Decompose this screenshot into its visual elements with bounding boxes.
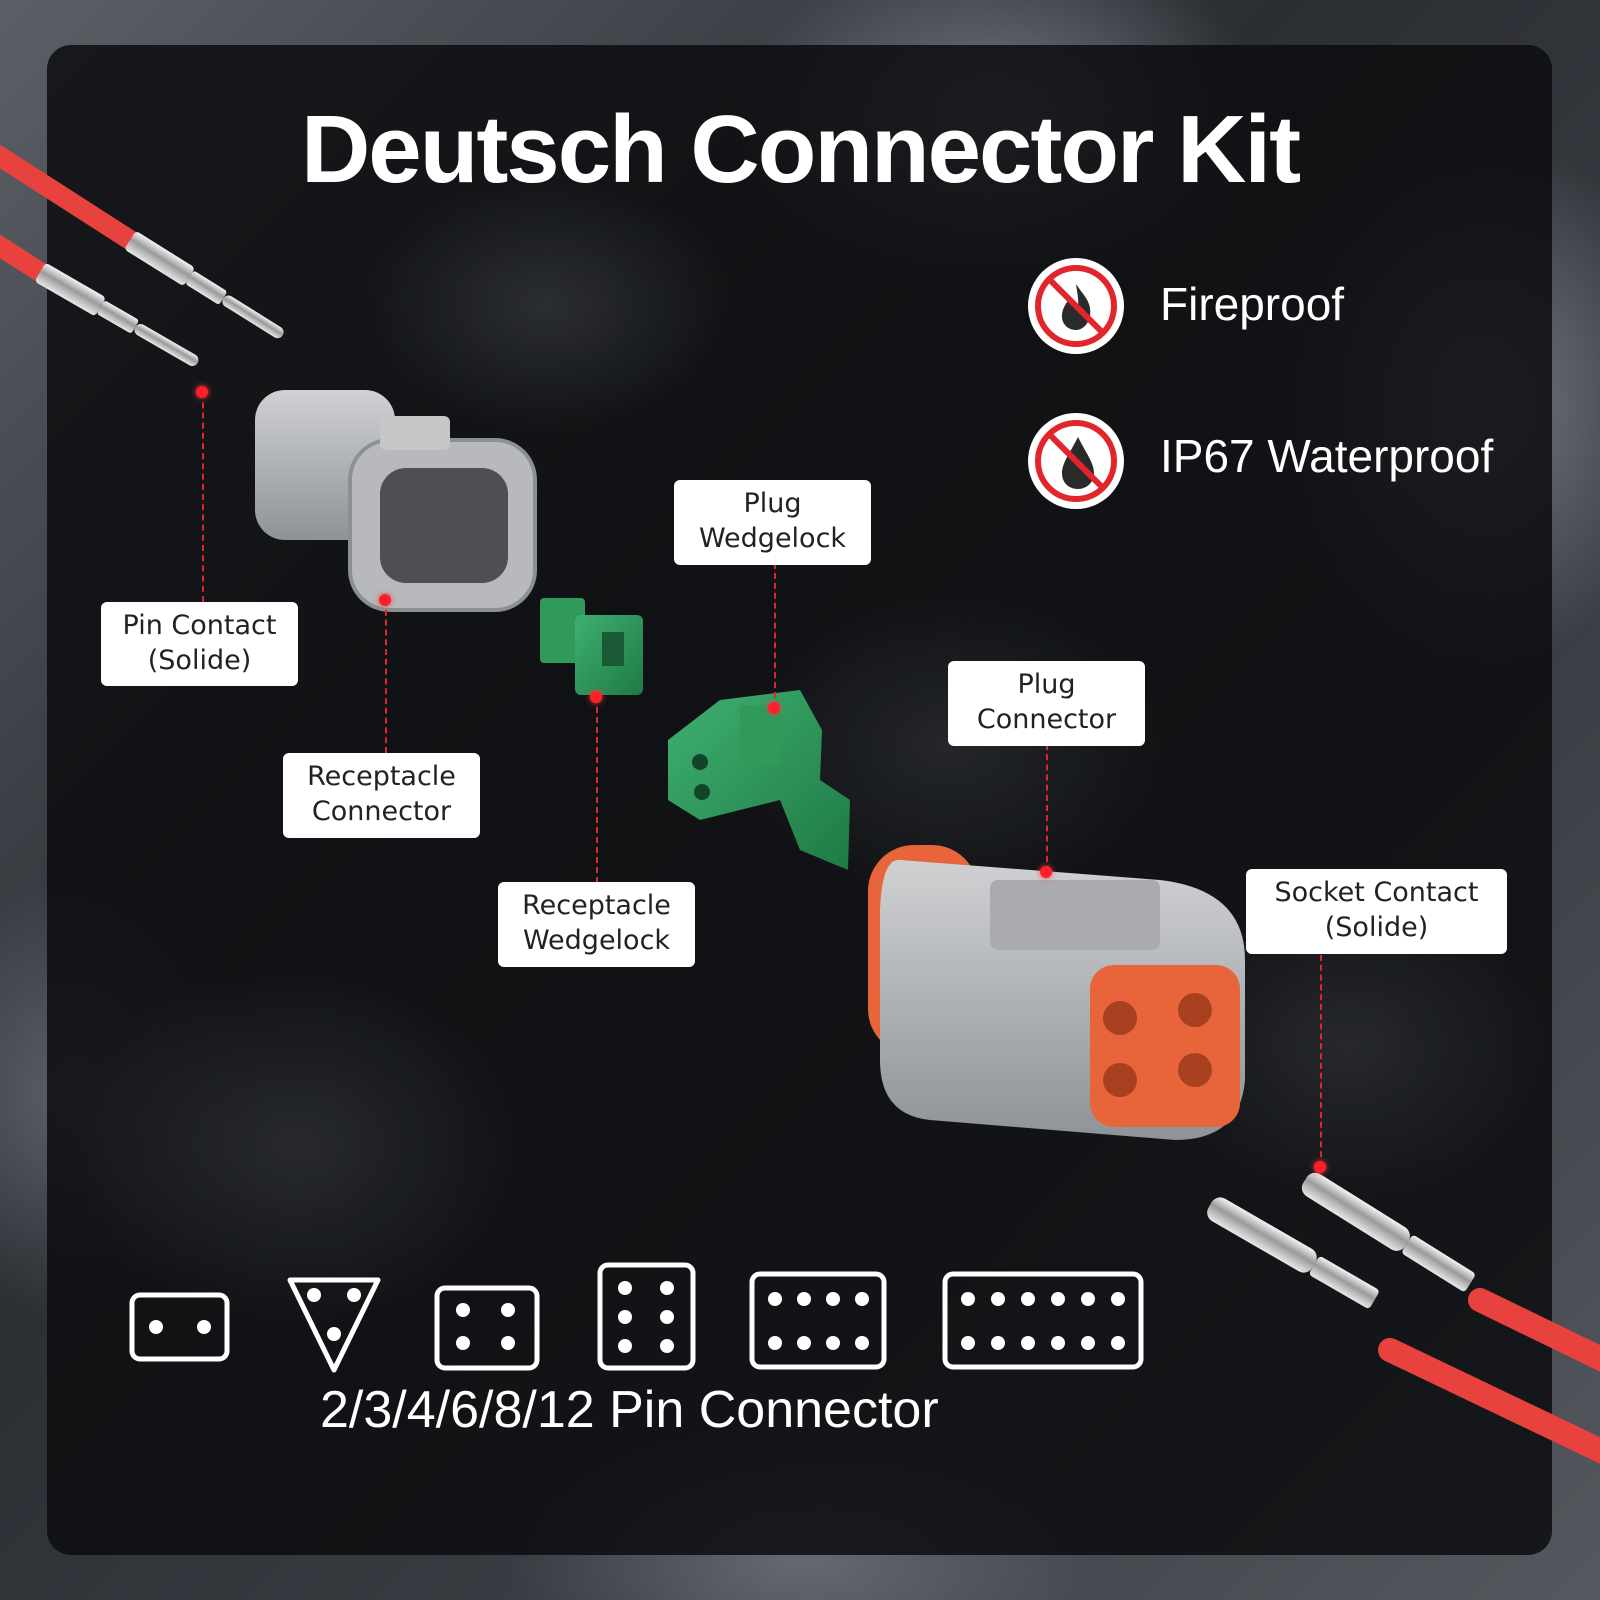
plug-connector-label: Plug Connector [948,661,1145,746]
pin-contact-label-line2: (Solide) [147,645,252,676]
plug-connector-leader [1046,744,1048,872]
plug-wedgelock-leader [774,563,776,708]
receptacle-wedgelock-label-line1: Receptacle [522,890,671,921]
receptacle-connector-label-line2: Connector [311,796,452,827]
receptacle-connector-label-line1: Receptacle [307,761,456,792]
receptacle-wedgelock-leader [596,697,598,883]
pin-contact-label: Pin Contact (Solide) [101,602,298,686]
pin-layout-icons [129,1262,1144,1373]
receptacle-wedgelock-illustration [540,598,643,695]
receptacle-wedgelock-label: Receptacle Wedgelock [498,882,695,967]
socket-contact-wires [1207,1172,1600,1464]
plug-connector-illustration [868,845,1245,1140]
pin-layout-6-icon [597,1262,696,1371]
plug-wedgelock-label-line2: Wedgelock [698,523,847,554]
pin-layout-3-icon [287,1277,381,1373]
pin-layout-12-icon [942,1271,1144,1370]
pin-contact-leader [202,392,204,602]
socket-contact-label-line2: (Solide) [1324,912,1429,943]
socket-contact-label-line1: Socket Contact [1274,877,1479,908]
page-title: Deutsch Connector Kit [300,96,1301,203]
socket-contact-label: Socket Contact (Solide) [1246,869,1507,954]
receptacle-connector-illustration [255,390,537,612]
receptacle-connector-label: Receptacle Connector [283,753,480,838]
no-water-drop-icon [1028,413,1124,509]
socket-contact-dot [1314,1161,1326,1173]
no-fire-icon [1028,258,1124,354]
plug-wedgelock-dot [768,702,780,714]
pin-contact-dot [196,386,208,398]
plug-wedgelock-illustration [668,690,850,870]
pin-contact-label-line1: Pin Contact [122,610,277,641]
pin-layout-2-icon [129,1292,230,1362]
pin-layout-4-icon [434,1285,540,1371]
receptacle-connector-leader [385,600,387,753]
waterproof-label: IP67 Waterproof [1160,430,1494,482]
plug-connector-label-line2: Connector [976,704,1117,735]
receptacle-wedgelock-dot [590,691,602,703]
fireproof-label: Fireproof [1160,278,1345,330]
receptacle-connector-dot [379,594,391,606]
pin-layout-8-icon [749,1271,887,1370]
plug-wedgelock-label-line1: Plug [743,488,802,519]
plug-wedgelock-label: Plug Wedgelock [674,480,871,565]
plug-connector-label-line1: Plug [1017,669,1076,700]
receptacle-wedgelock-label-line2: Wedgelock [522,925,671,956]
pin-options-caption: 2/3/4/6/8/12 Pin Connector [320,1381,939,1439]
plug-connector-dot [1040,866,1052,878]
pin-contact-wires [0,144,284,366]
socket-contact-leader [1320,955,1322,1167]
